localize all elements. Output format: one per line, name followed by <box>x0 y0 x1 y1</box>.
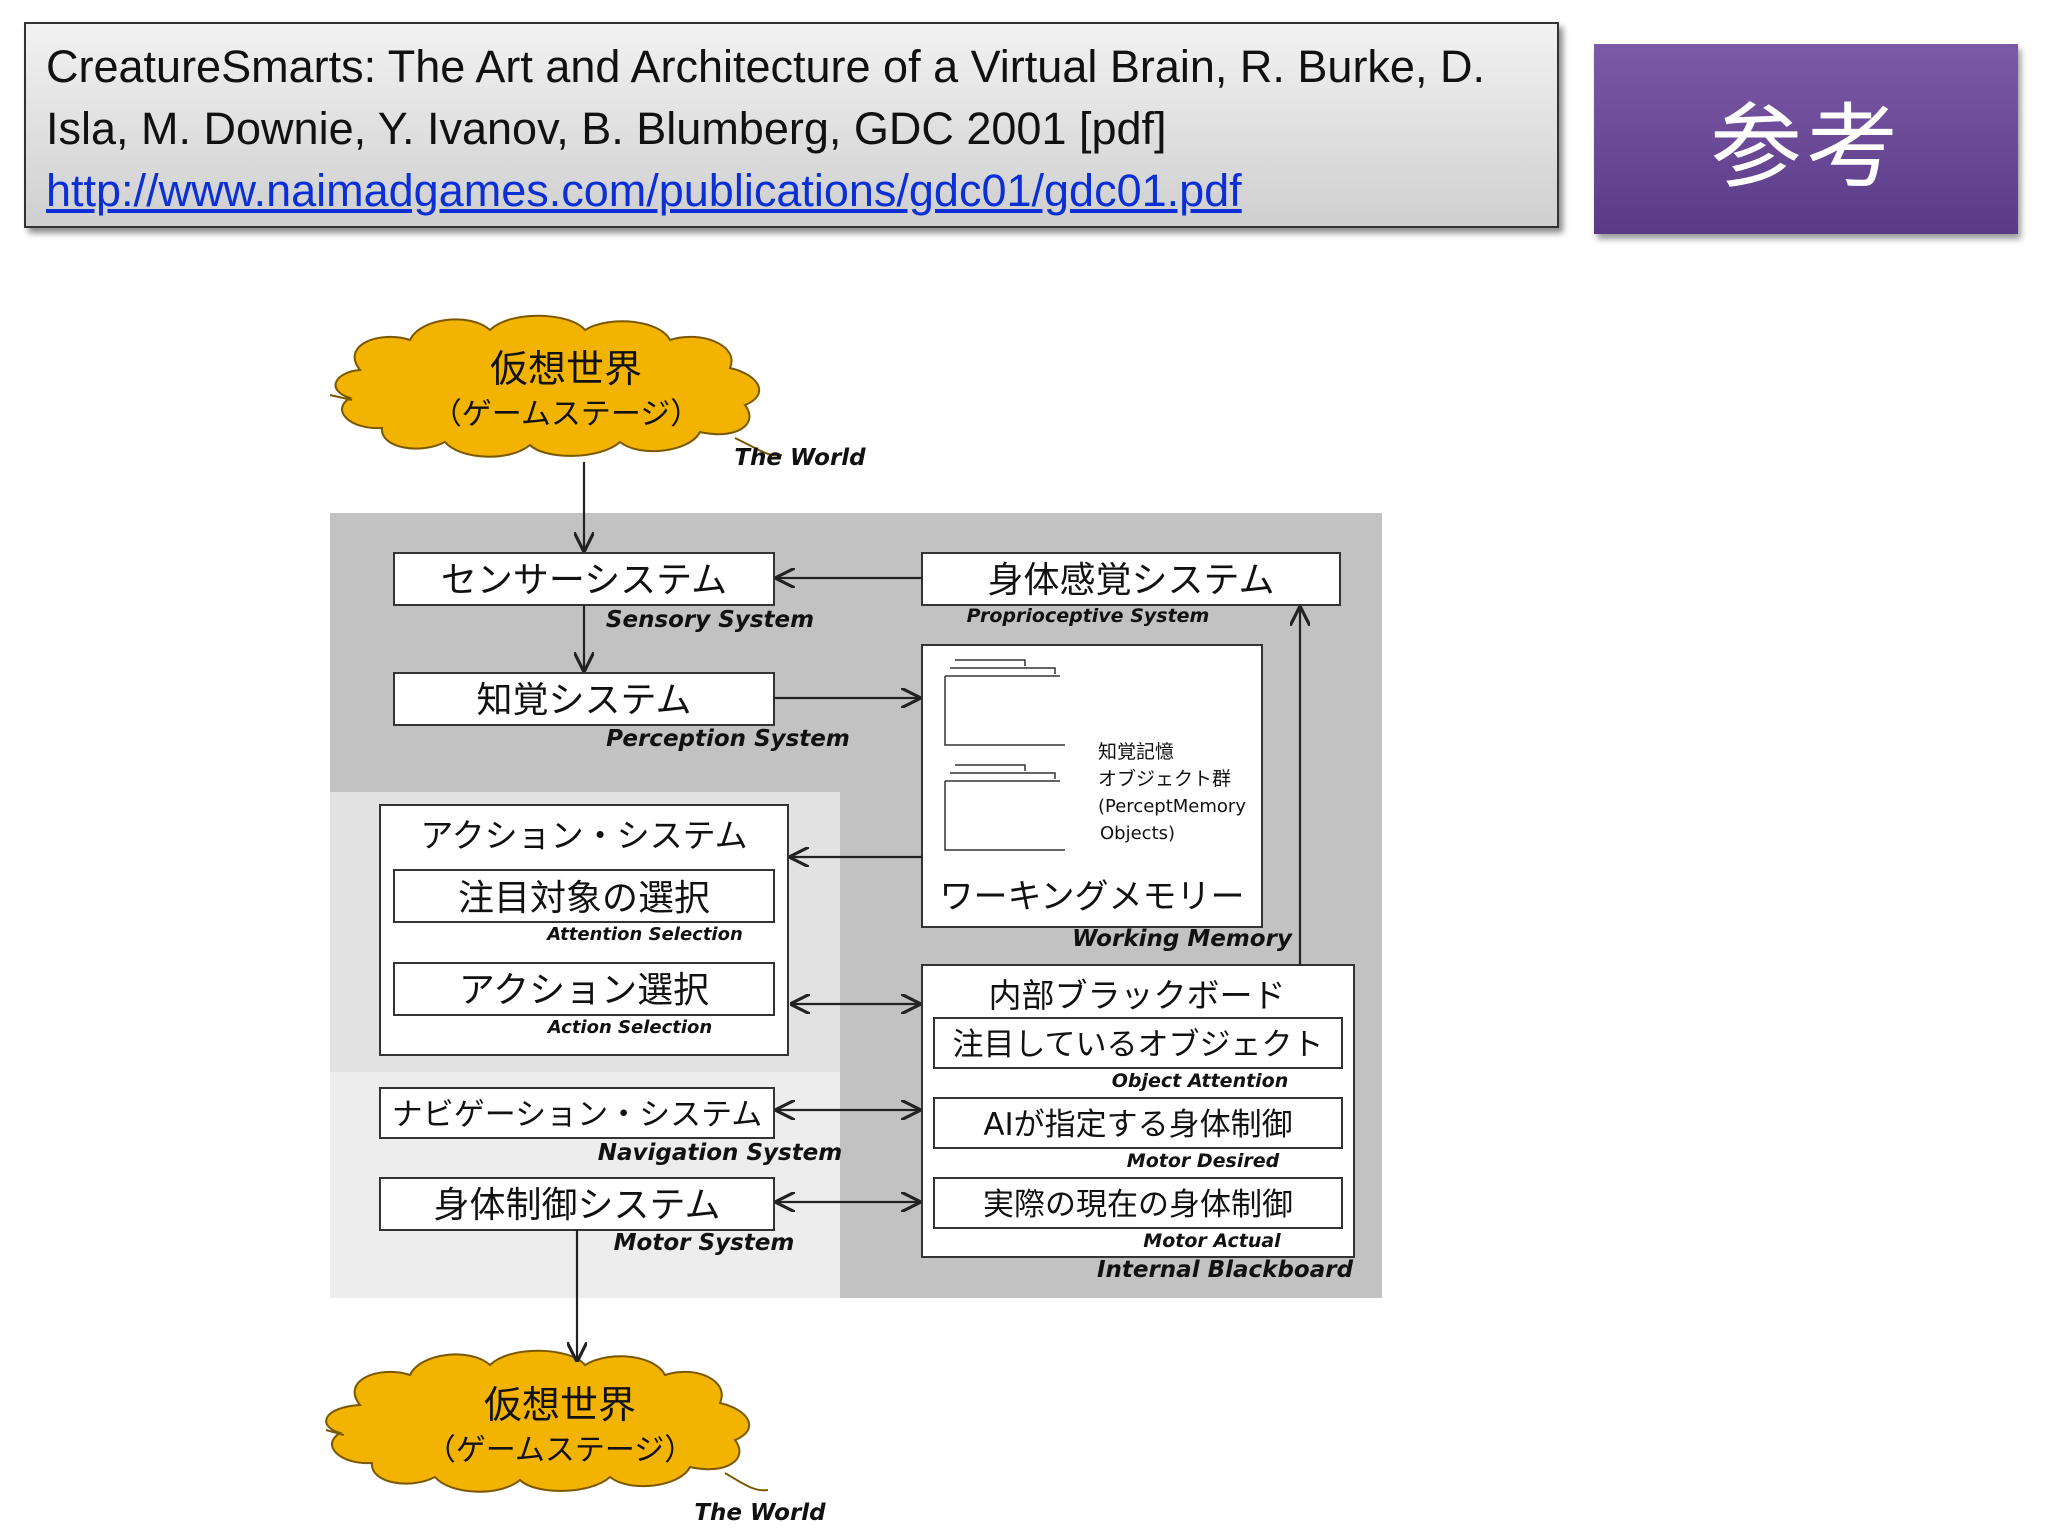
object-attention-english: Object Attention <box>1112 1070 1289 1092</box>
percept-memory-note-3: (PerceptMemory <box>1098 796 1246 817</box>
proprioceptive-system-label: 身体感覚システム <box>988 560 1275 601</box>
reference-citation-line-2: Isla, M. Downie, Y. Ivanov, B. Blumberg,… <box>46 103 1167 154</box>
motor-desired-label: AIが指定する身体制御 <box>983 1107 1292 1143</box>
percept-memory-note-1: 知覚記憶 <box>1098 741 1174 763</box>
sensory-system-english: Sensory System <box>606 607 814 633</box>
working-memory-label: ワーキングメモリー <box>940 877 1245 917</box>
sensory-system-label: センサーシステム <box>441 560 727 601</box>
world-top-english: The World <box>734 445 866 471</box>
attention-selection-box <box>393 869 775 923</box>
internal-blackboard-english: Internal Blackboard <box>1097 1257 1354 1283</box>
motor-desired-english: Motor Desired <box>1127 1150 1280 1172</box>
attention-selection-english: Attention Selection <box>545 924 743 945</box>
navigation-system-english: Navigation System <box>598 1140 843 1166</box>
working-memory-box <box>921 644 1263 928</box>
motor-system-english: Motor System <box>614 1230 795 1256</box>
action-selection-box <box>393 962 775 1016</box>
motor-actual-label: 実際の現在の身体制御 <box>983 1187 1293 1223</box>
motor-system-label: 身体制御システム <box>434 1185 721 1226</box>
motor-system-box <box>379 1177 775 1231</box>
reference-badge: 参考 <box>1594 44 2018 234</box>
motor-actual-english: Motor Actual <box>1143 1230 1281 1252</box>
world-top-subtitle: （ゲームステージ） <box>432 397 701 432</box>
reference-badge-label: 参考 <box>1709 93 1902 201</box>
world-bottom-english: The World <box>694 1500 826 1526</box>
action-selection-label: アクション選択 <box>459 970 709 1011</box>
object-attention-box <box>933 1017 1343 1069</box>
world-bottom-subtitle: （ゲームステージ） <box>426 1433 695 1468</box>
working-memory-english: Working Memory <box>1072 926 1293 952</box>
motor-actual-box <box>933 1177 1343 1229</box>
percept-memory-note-4: Objects) <box>1100 823 1175 844</box>
motor-desired-box <box>933 1097 1343 1149</box>
attention-selection-label: 注目対象の選択 <box>458 878 710 919</box>
reference-pdf-link[interactable]: http://www.naimadgames.com/publications/… <box>46 165 1242 216</box>
internal-blackboard-title: 内部ブラックボード <box>989 976 1286 1015</box>
object-attention-label: 注目しているオブジェクト <box>952 1027 1323 1063</box>
percept-memory-stack-icon <box>944 659 1065 851</box>
action-selection-english: Action Selection <box>546 1017 712 1038</box>
perception-system-label: 知覚システム <box>477 680 692 721</box>
world-bottom-title: 仮想世界 <box>484 1383 636 1427</box>
world-top-title: 仮想世界 <box>490 347 642 391</box>
world-bottom-cloud <box>325 1349 750 1493</box>
world-top-cloud <box>334 314 760 458</box>
percept-memory-note-2: オブジェクト群 <box>1098 767 1231 790</box>
navigation-system-label: ナビゲーション・システム <box>392 1097 762 1133</box>
action-system-title: アクション・システム <box>420 816 747 855</box>
reference-citation-line-1: CreatureSmarts: The Art and Architecture… <box>46 41 1485 92</box>
proprioceptive-system-english: Proprioceptive System <box>967 605 1210 627</box>
reference-box: CreatureSmarts: The Art and Architecture… <box>24 22 1559 228</box>
perception-system-english: Perception System <box>606 726 850 752</box>
navigation-system-box <box>379 1087 775 1139</box>
